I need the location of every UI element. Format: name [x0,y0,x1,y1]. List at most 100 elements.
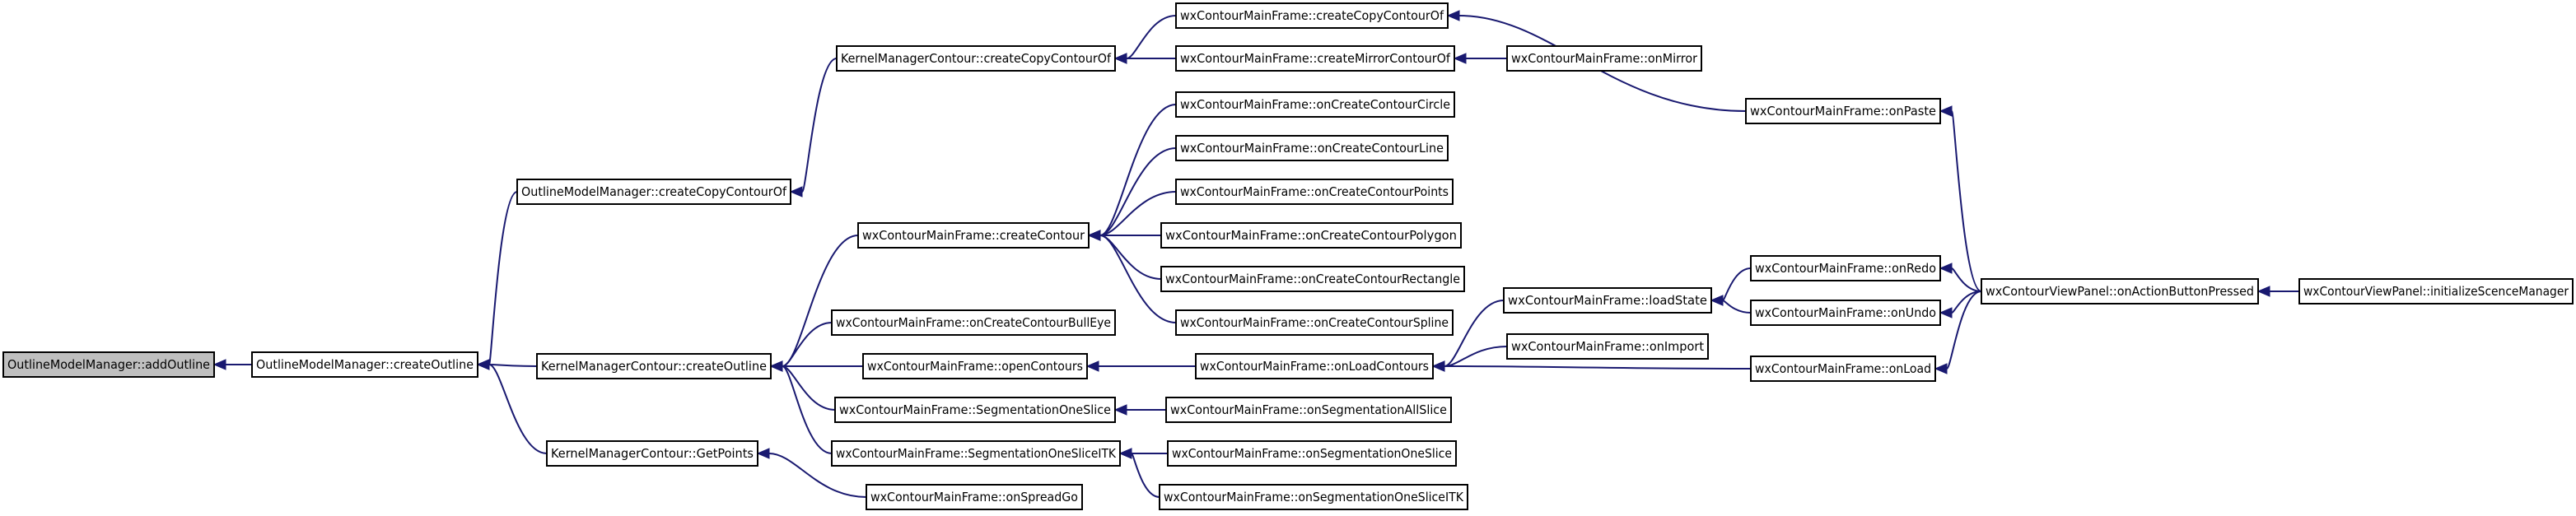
node-box [1195,353,1434,379]
node-outline-model-manager-add-outline[interactable]: OutlineModelManager::addOutline [2,351,215,378]
node-wx-contour-main-frame-on-create-contour-polygon[interactable]: wxContourMainFrame::onCreateContourPolyg… [1160,222,1462,249]
node-box [1160,266,1465,292]
node-box [857,222,1090,249]
node-wx-contour-main-frame-create-mirror-contour-of[interactable]: wxContourMainFrame::createMirrorContourO… [1175,45,1455,72]
edge-n30-to-n28 [1131,453,1160,498]
node-box [1175,179,1454,205]
node-wx-contour-main-frame-on-create-contour-line[interactable]: wxContourMainFrame::onCreateContourLine [1175,135,1449,161]
node-label: KernelManagerContour::createOutline [541,359,767,374]
node-label: OutlineModelManager::createCopyContourOf [521,184,787,199]
node-wx-contour-main-frame-on-load-contours[interactable]: wxContourMainFrame::onLoadContours [1195,353,1434,379]
node-box [2298,278,2574,304]
edge-n8-to-n7 [1951,110,1982,292]
arrowhead [1710,295,1724,306]
node-wx-contour-main-frame-on-undo[interactable]: wxContourMainFrame::onUndo [1750,300,1941,326]
node-wx-contour-main-frame-on-paste[interactable]: wxContourMainFrame::onPaste [1745,98,1941,124]
node-box [1745,98,1941,124]
node-box [836,45,1116,72]
node-box [1159,484,1468,510]
node-kernel-manager-contour-get-points[interactable]: KernelManagerContour::GetPoints [546,440,758,467]
arrowhead [476,359,490,370]
edge-n8-to-n23 [1951,291,1982,314]
edges-layer [212,10,2300,498]
arrowhead [1113,53,1127,64]
arrowhead [1453,53,1467,64]
node-kernel-manager-contour-create-outline[interactable]: KernelManagerContour::createOutline [536,353,772,379]
arrowhead [1939,263,1953,274]
node-wx-contour-main-frame-on-redo[interactable]: wxContourMainFrame::onRedo [1750,255,1941,281]
node-label: wxContourMainFrame::onCreateContourSplin… [1180,315,1449,330]
node-label: KernelManagerContour::createCopyContourO… [841,51,1112,66]
node-kernel-manager-contour-create-copy-contour-of[interactable]: KernelManagerContour::createCopyContourO… [836,45,1116,72]
node-label: wxContourMainFrame::SegmentationOneSlice [839,402,1111,417]
node-label: wxContourMainFrame::openContours [867,359,1083,374]
node-label: wxContourMainFrame::onCreateContourBullE… [836,315,1111,330]
node-label: wxContourMainFrame::onImport [1511,339,1704,354]
node-wx-contour-view-panel-initialize-scence-manager[interactable]: wxContourViewPanel::initializeScenceMana… [2298,278,2574,304]
edge-n11-to-n10 [782,235,859,367]
node-label: OutlineModelManager::createOutline [256,357,474,372]
node-label: wxContourMainFrame::onCreateContourPoint… [1180,184,1449,199]
node-label: wxContourMainFrame::onCreateContourCircl… [1180,97,1450,112]
edge-n4-to-n3 [1126,15,1177,59]
node-label: wxContourMainFrame::onMirror [1511,51,1698,66]
node-box [1167,440,1457,467]
node-box [862,353,1088,379]
edge-n22-to-n21 [1722,267,1752,301]
arrowhead [1446,10,1460,21]
node-wx-contour-main-frame-on-mirror[interactable]: wxContourMainFrame::onMirror [1506,45,1702,72]
node-wx-contour-main-frame-create-copy-contour-of[interactable]: wxContourMainFrame::createCopyContourOf [1175,2,1449,29]
edge-n8-to-n22 [1951,267,1982,292]
node-box [1165,397,1452,423]
node-label: wxContourMainFrame::onCreateContourPolyg… [1165,228,1457,243]
edge-n25-to-n20 [1444,365,1752,370]
arrowhead [1934,363,1948,374]
node-wx-contour-view-panel-on-action-button-pressed[interactable]: wxContourViewPanel::onActionButtonPresse… [1981,278,2259,304]
edge-n2-to-n1 [488,191,518,365]
arrowhead [1087,230,1101,241]
node-wx-contour-main-frame-create-contour[interactable]: wxContourMainFrame::createContour [857,222,1090,249]
node-wx-contour-main-frame-segmentation-one-slice[interactable]: wxContourMainFrame::SegmentationOneSlice [834,397,1116,423]
node-box [1175,45,1455,72]
node-label: OutlineModelManager::addOutline [7,357,210,372]
edge-n14-to-n11 [1099,191,1177,236]
node-label: wxContourMainFrame::createCopyContourOf [1180,8,1444,23]
node-wx-contour-main-frame-on-create-contour-rectangle[interactable]: wxContourMainFrame::onCreateContourRecta… [1160,266,1465,292]
edge-n32-to-n31 [768,453,867,498]
edge-n31-to-n1 [488,364,548,454]
node-box [1750,255,1941,281]
node-wx-contour-main-frame-on-import[interactable]: wxContourMainFrame::onImport [1506,333,1709,360]
node-wx-contour-main-frame-on-segmentation-all-slice[interactable]: wxContourMainFrame::onSegmentationAllSli… [1165,397,1452,423]
edge-n8-to-n25 [1946,291,1982,370]
arrowhead [769,360,783,372]
node-box [1175,2,1449,29]
node-wx-contour-main-frame-on-create-contour-spline[interactable]: wxContourMainFrame::onCreateContourSplin… [1175,309,1454,336]
node-wx-contour-main-frame-open-contours[interactable]: wxContourMainFrame::openContours [862,353,1088,379]
node-wx-contour-main-frame-on-segmentation-one-slice-itk[interactable]: wxContourMainFrame::onSegmentationOneSli… [1159,484,1468,510]
edge-n23-to-n21 [1722,300,1752,314]
node-wx-contour-main-frame-on-create-contour-circle[interactable]: wxContourMainFrame::onCreateContourCircl… [1175,91,1455,118]
node-box [831,309,1116,336]
node-box [1175,91,1455,118]
node-outline-model-manager-create-copy-contour-of[interactable]: OutlineModelManager::createCopyContourOf [516,179,791,205]
node-wx-contour-main-frame-segmentation-one-slice-itk[interactable]: wxContourMainFrame::SegmentationOneSlice… [831,440,1121,467]
arrowhead [1939,105,1953,117]
node-box [1160,222,1462,249]
arrowhead [1118,448,1132,459]
node-box [536,353,772,379]
node-label: wxContourMainFrame::onLoad [1755,361,1931,376]
node-label: wxContourMainFrame::onLoadContours [1200,359,1429,374]
node-wx-contour-main-frame-on-create-contour-bull-eye[interactable]: wxContourMainFrame::onCreateContourBullE… [831,309,1116,336]
node-box [251,351,478,378]
node-label: wxContourMainFrame::onSegmentationOneSli… [1172,446,1452,461]
edge-n17-to-n11 [1099,235,1177,323]
node-wx-contour-main-frame-load-state[interactable]: wxContourMainFrame::loadState [1503,287,1712,314]
node-wx-contour-main-frame-on-segmentation-one-slice[interactable]: wxContourMainFrame::onSegmentationOneSli… [1167,440,1457,467]
node-outline-model-manager-create-outline[interactable]: OutlineModelManager::createOutline [251,351,478,378]
node-wx-contour-main-frame-on-load[interactable]: wxContourMainFrame::onLoad [1750,356,1936,382]
node-box [834,397,1116,423]
node-wx-contour-main-frame-on-create-contour-points[interactable]: wxContourMainFrame::onCreateContourPoint… [1175,179,1454,205]
node-wx-contour-main-frame-on-spread-go[interactable]: wxContourMainFrame::onSpreadGo [866,484,1083,510]
